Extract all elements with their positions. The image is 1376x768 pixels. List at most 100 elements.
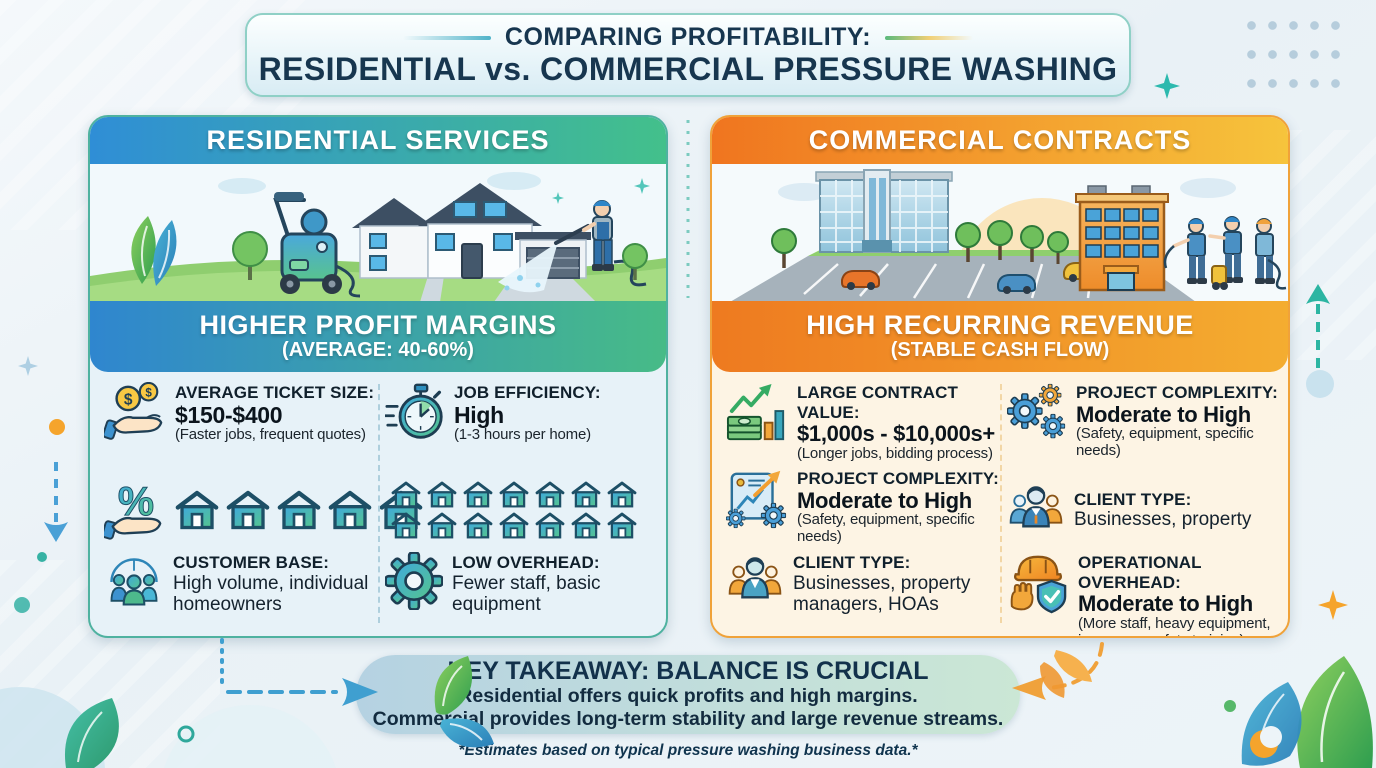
gear-icon xyxy=(385,552,443,610)
item-label: AVERAGE TICKET SIZE: xyxy=(175,383,375,402)
item-label: PROJECT COMPLEXITY: xyxy=(797,469,999,488)
house-icon xyxy=(463,481,493,508)
residential-column-divider xyxy=(378,384,380,623)
takeaway-title: KEY TAKEAWAY: BALANCE IS CRUCIAL xyxy=(447,656,929,685)
commercial-subheader-line2: (STABLE CASH FLOW) xyxy=(890,339,1110,362)
orange-sparkle-icon xyxy=(1318,590,1348,620)
item-value: Moderate to High xyxy=(797,487,972,513)
title-speedline-left xyxy=(402,35,491,40)
clients-icon xyxy=(728,557,782,599)
item-label: JOB EFFICIENCY: xyxy=(454,383,601,402)
title-box: COMPARING PROFITABILITY: RESIDENTIAL vs.… xyxy=(245,13,1131,97)
house-icon xyxy=(535,481,565,508)
job-efficiency-item: JOB EFFICIENCY: High (1-3 hours per home… xyxy=(385,382,658,468)
commercial-panel: COMMERCIAL CONTRACTS xyxy=(710,115,1290,638)
svg-text:$: $ xyxy=(124,391,133,408)
orange-leaf-decoration xyxy=(1040,662,1065,698)
item-label: LOW OVERHEAD: xyxy=(452,553,600,572)
title-text-2: RESIDENTIAL vs. COMMERCIAL PRESSURE WASH… xyxy=(258,51,1118,88)
title-text-1: COMPARING PROFITABILITY: xyxy=(504,23,872,52)
title-speedline-right xyxy=(885,35,974,40)
teal-dot-decoration xyxy=(14,597,30,613)
low-overhead-item: LOW OVERHEAD: Fewer staff, basic equipme… xyxy=(385,552,658,629)
client-type-item-2: CLIENT TYPE: Businesses, property manage… xyxy=(726,552,999,636)
item-text: Fewer staff, basic equipment xyxy=(452,572,601,616)
footnote: *Estimates based on typical pressure was… xyxy=(458,742,918,759)
clients-icon xyxy=(1009,486,1063,528)
item-label: CUSTOMER BASE: xyxy=(173,553,329,572)
cash-growth-icon xyxy=(726,383,785,441)
item-label: CLIENT TYPE: xyxy=(1074,489,1192,509)
house-icon xyxy=(571,512,601,539)
hand-percent-icon: % xyxy=(104,479,162,540)
stopwatch-icon xyxy=(385,383,443,439)
takeaway-line2: Commercial provides long-term stability … xyxy=(372,708,1004,731)
residential-body: $ $ AVERAGE TICKET SIZE: $150-$400 (Fast… xyxy=(90,372,666,635)
commercial-subheader: HIGH RECURRING REVENUE (STABLE CASH FLOW… xyxy=(712,301,1288,372)
commercial-header: COMMERCIAL CONTRACTS xyxy=(712,117,1288,164)
margin-houses-item: % xyxy=(104,468,377,552)
item-note: (More staff, heavy equipment, insurance,… xyxy=(1078,614,1271,636)
house-icon xyxy=(427,512,457,539)
house-icon xyxy=(427,481,457,508)
contract-value-item: LARGE CONTRACT VALUE: $1,000s - $10,000s… xyxy=(726,382,999,468)
hand-coins-icon: $ $ xyxy=(104,382,163,440)
item-note: (Safety, equipment, specific needs) xyxy=(797,511,975,546)
left-connector-arrow xyxy=(220,638,378,706)
house-icon xyxy=(391,512,421,539)
house-icon xyxy=(328,490,372,530)
customer-base-item: CUSTOMER BASE: High volume, individual h… xyxy=(104,552,377,629)
commercial-subheader-line1: HIGH RECURRING REVENUE xyxy=(806,309,1194,340)
dot-grid-decoration xyxy=(1238,8,1346,90)
title-line1: COMPARING PROFITABILITY: xyxy=(402,23,974,52)
down-arrow-decoration xyxy=(44,462,68,542)
svg-text:%: % xyxy=(118,479,154,524)
operational-overhead-item: OPERATIONAL OVERHEAD: Moderate to High (… xyxy=(1007,552,1280,636)
gears-icon xyxy=(1007,383,1066,439)
item-value: Moderate to High xyxy=(1076,401,1251,427)
orange-dot-decoration xyxy=(49,419,65,435)
project-complexity-item: PROJECT COMPLEXITY: Moderate to High (Sa… xyxy=(1007,382,1280,468)
up-arrow-decoration xyxy=(1306,284,1330,368)
house-icon xyxy=(607,512,637,539)
item-value: High xyxy=(454,401,504,428)
house-icon xyxy=(175,490,219,530)
avg-ticket-item: $ $ AVERAGE TICKET SIZE: $150-$400 (Fast… xyxy=(104,382,377,468)
houses-grid-item xyxy=(385,468,658,552)
residential-subheader-line2: (AVERAGE: 40-60%) xyxy=(282,339,474,362)
item-value: $1,000s - $10,000s+ xyxy=(797,421,995,447)
item-text: Businesses, property xyxy=(1074,509,1252,531)
item-label: PROJECT COMPLEXITY: xyxy=(1076,383,1278,402)
commercial-column-divider xyxy=(1000,384,1002,623)
item-note: (Faster jobs, frequent quotes) xyxy=(175,426,366,444)
item-note: (Longer jobs, bidding process) xyxy=(797,444,993,462)
item-label: CLIENT TYPE: xyxy=(793,553,911,572)
house-icon xyxy=(277,490,321,530)
orange-leaf-decoration xyxy=(1054,650,1092,682)
house-icon xyxy=(571,481,601,508)
house-icon xyxy=(226,490,270,530)
customer-group-icon xyxy=(110,558,158,606)
item-note: (Safety, equipment, specific needs) xyxy=(1076,425,1254,460)
item-value: $150-$400 xyxy=(175,401,283,428)
residential-panel: RESIDENTIAL SERVICES xyxy=(88,115,668,638)
client-type-item: CLIENT TYPE: Businesses, property xyxy=(1007,468,1280,552)
item-label: LARGE CONTRACT VALUE: xyxy=(797,383,958,422)
teal-dot-decoration xyxy=(37,552,47,562)
house-icon xyxy=(391,481,421,508)
item-value: Moderate to High xyxy=(1078,591,1253,617)
right-connector-arrow xyxy=(1012,642,1104,700)
house-icon xyxy=(463,512,493,539)
safety-gear-icon xyxy=(1010,555,1067,614)
residential-header: RESIDENTIAL SERVICES xyxy=(90,117,666,164)
item-text: Businesses, property managers, HOAs xyxy=(793,572,971,616)
item-text: High volume, individual homeowners xyxy=(173,572,369,616)
houses-grid xyxy=(385,481,637,539)
sparkle-icon xyxy=(1154,73,1180,99)
house-icon xyxy=(499,481,529,508)
sparkle-icon xyxy=(18,356,38,376)
residential-subheader-line1: HIGHER PROFIT MARGINS xyxy=(199,309,557,340)
soft-circle-decoration xyxy=(1306,370,1334,398)
residential-illustration xyxy=(90,164,666,302)
